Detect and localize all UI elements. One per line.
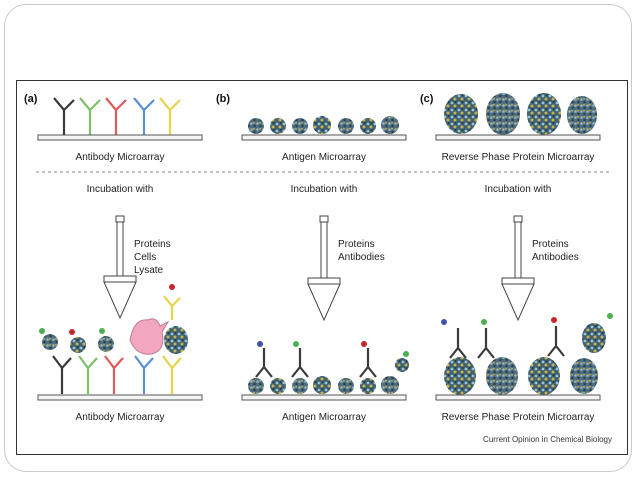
lysate-blob-icon [570, 358, 598, 394]
antigen-icon [338, 118, 354, 134]
label-dot-icon [293, 341, 299, 347]
panel-a-top-antibodies [53, 97, 181, 136]
antibody-icon [449, 328, 467, 359]
slide-surface [241, 134, 407, 141]
label-dot-icon [481, 319, 487, 325]
label-dot-icon [169, 284, 175, 290]
panel-letter-b: (b) [216, 93, 230, 105]
antigen-icon [248, 118, 264, 134]
antibody-icon [291, 348, 309, 378]
panel-c-top-label: Reverse Phase Protein Microarray [442, 152, 595, 163]
protein-icon [395, 358, 409, 372]
antigen-icon [270, 378, 286, 394]
lysate-blob-icon [486, 93, 520, 135]
label-dot-icon [69, 329, 75, 335]
label-dot-icon [99, 328, 105, 334]
antigen-icon [313, 116, 331, 134]
panel-b-top-antigens [248, 116, 399, 134]
panel-b-item-1: Proteins [338, 239, 375, 250]
pipette-icon-c [501, 215, 535, 322]
antigen-icon [381, 116, 399, 134]
antibody-icon [547, 326, 565, 357]
pipette-icon-b [307, 215, 341, 322]
antibody-icon [78, 355, 98, 394]
panel-a-item-1: Proteins [134, 239, 171, 250]
antibody-icon [477, 328, 495, 359]
lysate-blob-icon [527, 93, 561, 135]
antigen-icon [248, 378, 264, 394]
panel-a-bottom-label: Antibody Microarray [76, 412, 165, 423]
protein-icon [42, 334, 58, 350]
antibody-icon [162, 355, 182, 394]
lysate-blob-icon [567, 96, 597, 134]
antigen-icon [313, 376, 331, 394]
antigen-icon [381, 376, 399, 394]
lysate-blob-icon [486, 357, 518, 395]
microarray-diagram: (a) (b) (c) Antibody Microarray Antigen … [24, 93, 613, 444]
antibody-icon [159, 97, 181, 136]
label-dot-icon [361, 341, 367, 347]
antibody-icon [79, 97, 101, 136]
panel-letter-c: (c) [420, 93, 434, 105]
pipette-icon-a [103, 215, 137, 320]
label-dot-icon [403, 351, 409, 357]
panel-b-top-label: Antigen Microarray [282, 152, 366, 163]
lysate-blob-icon [528, 357, 560, 395]
protein-icon [98, 336, 114, 352]
panel-b-incubation-text: Incubation with [291, 184, 358, 195]
slide-surface [435, 394, 601, 401]
source-credit: Current Opinion in Chemical Biology [483, 435, 612, 444]
label-dot-icon [607, 313, 613, 319]
panel-c-bottom-lysates [441, 313, 613, 395]
protein-icon [70, 337, 86, 353]
panel-c-item-1: Proteins [532, 239, 569, 250]
antibody-icon [133, 97, 155, 136]
lysate-blob-icon [444, 94, 478, 134]
label-dot-icon [257, 341, 263, 347]
panel-c-top-lysates [444, 93, 597, 135]
antigen-icon [292, 118, 308, 134]
panel-a-bottom-antibodies [39, 284, 188, 394]
antigen-icon [338, 378, 354, 394]
slide-surface [37, 134, 203, 141]
antigen-icon [360, 378, 376, 394]
antibody-icon [104, 355, 124, 394]
slide-surface [37, 394, 203, 401]
panel-a-item-3: Lysate [134, 265, 164, 276]
label-dot-icon [441, 319, 447, 325]
antibody-icon [255, 348, 273, 378]
panel-b-item-2: Antibodies [338, 252, 385, 263]
antibody-icon [134, 355, 154, 394]
lysate-blob-icon [444, 357, 476, 395]
panel-letter-a: (a) [24, 93, 38, 105]
lysate-blob-icon [582, 323, 606, 353]
label-dot-icon [551, 317, 557, 323]
panel-a-top-label: Antibody Microarray [76, 152, 165, 163]
panel-b-bottom-label: Antigen Microarray [282, 412, 366, 423]
slide-surface [241, 394, 407, 401]
antibody-icon [163, 295, 181, 320]
antibody-icon [53, 97, 75, 136]
antibody-icon [105, 97, 127, 136]
protein-icon [164, 326, 188, 354]
antigen-icon [360, 118, 376, 134]
panel-b-bottom-antigens [248, 341, 409, 394]
antibody-icon [52, 355, 72, 394]
label-dot-icon [39, 328, 45, 334]
slide-surface [435, 134, 601, 141]
antigen-icon [270, 118, 286, 134]
antigen-icon [292, 378, 308, 394]
panel-a-incubation-text: Incubation with [87, 184, 154, 195]
panel-a-item-2: Cells [134, 252, 156, 263]
panel-c-incubation-text: Incubation with [485, 184, 552, 195]
panel-c-bottom-label: Reverse Phase Protein Microarray [442, 412, 595, 423]
panel-c-item-2: Antibodies [532, 252, 579, 263]
antibody-icon [359, 348, 377, 378]
cell-icon [129, 318, 170, 355]
